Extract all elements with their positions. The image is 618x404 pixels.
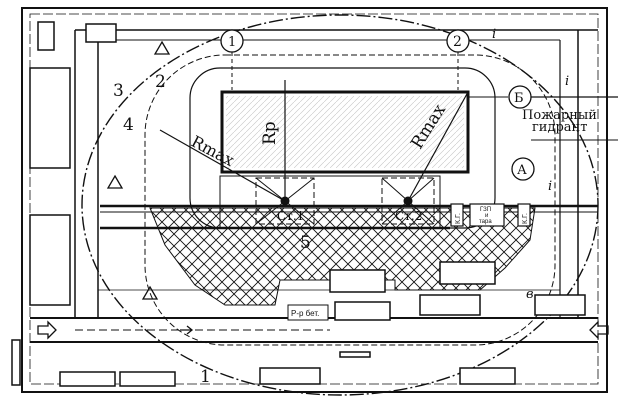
gzp-label-2: и bbox=[485, 213, 488, 219]
slope-label-2: i bbox=[565, 74, 569, 89]
v-label: в bbox=[526, 287, 534, 302]
crane-1-label: 1 bbox=[228, 35, 236, 50]
crane-rails bbox=[100, 175, 598, 230]
station-2-label: Ст.2 bbox=[395, 209, 422, 223]
slope-label-3: i bbox=[548, 179, 552, 194]
marker-b-label: Б bbox=[514, 91, 524, 106]
crane-station-2 bbox=[381, 177, 435, 225]
rmax-radius-line bbox=[407, 91, 469, 202]
station-1-label: Ст.1 bbox=[277, 209, 304, 223]
storage-area bbox=[149, 207, 536, 306]
gzp-label-1: ГЗП bbox=[480, 207, 491, 213]
hydrant-label-1: Пожарный bbox=[522, 108, 597, 123]
warning-sign-icons bbox=[106, 40, 171, 300]
temporary-buildings bbox=[11, 21, 586, 387]
concrete-label: Р-р бет. bbox=[291, 309, 319, 318]
slope-label-1: i bbox=[492, 27, 496, 42]
label-1: 1 bbox=[200, 367, 211, 387]
entrance-arrow-icons bbox=[37, 320, 609, 340]
inner-fence bbox=[29, 13, 599, 385]
kg-2-label: К.Г. bbox=[522, 213, 529, 224]
kg-box-1 bbox=[450, 203, 464, 227]
hydrant-label-2: гидрант bbox=[532, 120, 587, 135]
site-fence bbox=[21, 7, 608, 393]
kg-box-2 bbox=[517, 203, 531, 227]
rmax-radius-line-left bbox=[159, 129, 286, 202]
marker-a bbox=[511, 157, 535, 181]
label-3: 3 bbox=[113, 81, 124, 101]
label-5: 5 bbox=[300, 233, 311, 253]
crane-2-label: 2 bbox=[453, 34, 462, 50]
gzp-box bbox=[469, 203, 505, 227]
concrete-box bbox=[287, 304, 329, 321]
label-4: 4 bbox=[123, 115, 134, 135]
label-2: 2 bbox=[155, 72, 166, 92]
gzp-label-3: тара bbox=[479, 219, 492, 225]
marker-a-label: А bbox=[517, 163, 527, 178]
crane-working-zone bbox=[144, 54, 556, 346]
kg-1-label: К.Г. bbox=[455, 213, 462, 224]
rp-label: Rp bbox=[260, 121, 280, 145]
